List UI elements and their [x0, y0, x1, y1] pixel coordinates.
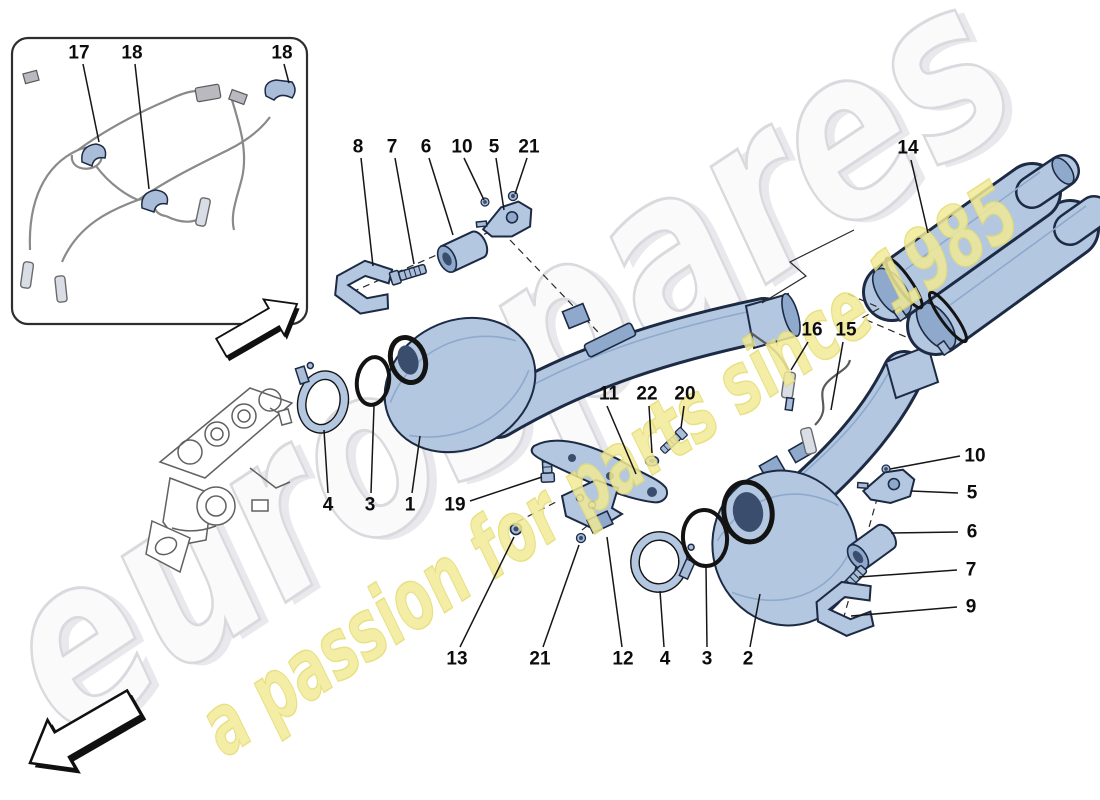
callout-leader-22: [648, 405, 653, 454]
callout-18a[interactable]: 18: [121, 43, 142, 64]
bracket-foot: [586, 509, 614, 535]
callout-leader-14: [910, 159, 929, 234]
silencer-clamp: [927, 290, 969, 344]
callout-leader-18b: [283, 63, 290, 84]
inset-frame: [10, 36, 309, 326]
converter-inlet: [387, 335, 429, 385]
part-4-clamp-left: [294, 361, 350, 434]
callout-9[interactable]: 9: [966, 597, 977, 618]
callout-leader-6-right: [890, 531, 959, 534]
callout-3-left[interactable]: 3: [365, 495, 376, 516]
callout-19[interactable]: 19: [444, 495, 465, 516]
part-14-rear-silencer: [862, 154, 1100, 357]
callout-leader-21-top: [514, 157, 528, 195]
part-3-gasket-bottom: [680, 508, 730, 568]
part-16-oxygen-sensor: [749, 331, 797, 412]
callout-leader-5-top: [495, 157, 505, 211]
sensor-harness-inset: [10, 36, 309, 362]
callout-leader-21-bottom: [542, 544, 580, 648]
callout-1[interactable]: 1: [405, 495, 416, 516]
callout-7-right[interactable]: 7: [966, 560, 977, 581]
callout-leader-16: [790, 341, 809, 371]
callout-15[interactable]: 15: [835, 320, 857, 341]
callout-leader-6-top: [428, 157, 454, 236]
callout-leader-3-left: [370, 405, 375, 494]
callout-13[interactable]: 13: [446, 649, 467, 670]
callout-leader-7-top: [394, 157, 415, 265]
callout-leader-18a: [134, 63, 150, 190]
callout-leader-7-right: [858, 569, 958, 578]
callout-layer: 17 18 18 8 7 6 10 5 21 14 16 15 11 22 20 4 3 1 19 13 21 12 4 3 2…: [68, 43, 985, 670]
callout-7-top[interactable]: 7: [387, 137, 398, 158]
callout-18b[interactable]: 18: [271, 43, 292, 64]
callout-leader-1: [411, 435, 421, 494]
callout-6-right[interactable]: 6: [967, 522, 978, 543]
mount-boss: [561, 302, 591, 330]
callout-leader-3-bottom: [705, 566, 708, 648]
silencer-clamp: [884, 256, 924, 310]
callout-leader-12: [606, 536, 623, 648]
callout-leader-4-bottom: [659, 590, 665, 648]
part-11-support-bracket: [530, 439, 668, 504]
callout-4-bottom[interactable]: 4: [660, 649, 671, 670]
callout-20[interactable]: 20: [674, 384, 695, 405]
callout-8[interactable]: 8: [353, 137, 364, 158]
callout-4-left[interactable]: 4: [323, 495, 334, 516]
sensor-bracket-17: [81, 143, 107, 168]
callout-leader-4-left: [323, 429, 329, 494]
callout-leader-8: [360, 157, 374, 267]
pipe-end-flange: [884, 344, 940, 400]
part-1-catalytic-converter-left: [383, 292, 801, 454]
part-3-gasket-left: [354, 355, 392, 407]
callout-3-bottom[interactable]: 3: [702, 649, 713, 670]
callout-14[interactable]: 14: [897, 138, 919, 159]
callout-leader-9: [850, 606, 958, 617]
callout-21-bottom[interactable]: 21: [529, 649, 551, 670]
part-15-oxygen-sensor: [799, 359, 852, 455]
callout-leader-17: [82, 63, 100, 143]
callout-16[interactable]: 16: [801, 320, 822, 341]
callout-leader-11: [606, 405, 637, 475]
callout-leader-10-right: [889, 455, 961, 470]
callout-11[interactable]: 11: [599, 384, 620, 405]
callout-22[interactable]: 22: [636, 384, 657, 405]
callout-leader-5-right: [910, 490, 959, 494]
callout-leader-2: [749, 593, 761, 648]
callout-leader-10-top: [463, 157, 485, 201]
harness-connector: [194, 83, 222, 103]
callout-17[interactable]: 17: [68, 43, 89, 64]
oxygen-sensor: [19, 261, 35, 289]
part-2-catalytic-converter-right: [711, 344, 940, 627]
main-direction-arrow-icon: [28, 688, 147, 774]
callout-5-right[interactable]: 5: [967, 483, 978, 504]
callout-10-top[interactable]: 10: [451, 137, 472, 158]
callout-6-top[interactable]: 6: [421, 137, 432, 158]
callout-2[interactable]: 2: [743, 649, 754, 670]
part-10-nut: [480, 197, 490, 207]
callout-leader-13: [459, 536, 515, 648]
oxygen-sensor: [54, 275, 68, 303]
support-bracket-hardware: [509, 426, 689, 544]
callout-leader-15: [830, 341, 844, 411]
callout-5-top[interactable]: 5: [489, 137, 500, 158]
pipe-clamp-band: [583, 322, 637, 358]
callout-21-top[interactable]: 21: [518, 137, 540, 158]
callout-10-right[interactable]: 10: [964, 446, 985, 467]
inset-direction-arrow-icon: [214, 298, 300, 362]
part-4-clamp-bottom: [630, 531, 696, 593]
callout-leader-19: [469, 476, 543, 502]
exhaust-manifold-reference-drawing: [145, 387, 294, 574]
sensor-bracket-18: [264, 79, 296, 101]
oxygen-sensor: [195, 197, 211, 227]
callout-leader-20: [680, 405, 685, 429]
sensor-bracket-18: [141, 189, 169, 213]
oxygen-sensor-harness-drawing: [19, 69, 296, 303]
callout-12[interactable]: 12: [612, 649, 633, 670]
converter-inlet: [721, 479, 775, 545]
